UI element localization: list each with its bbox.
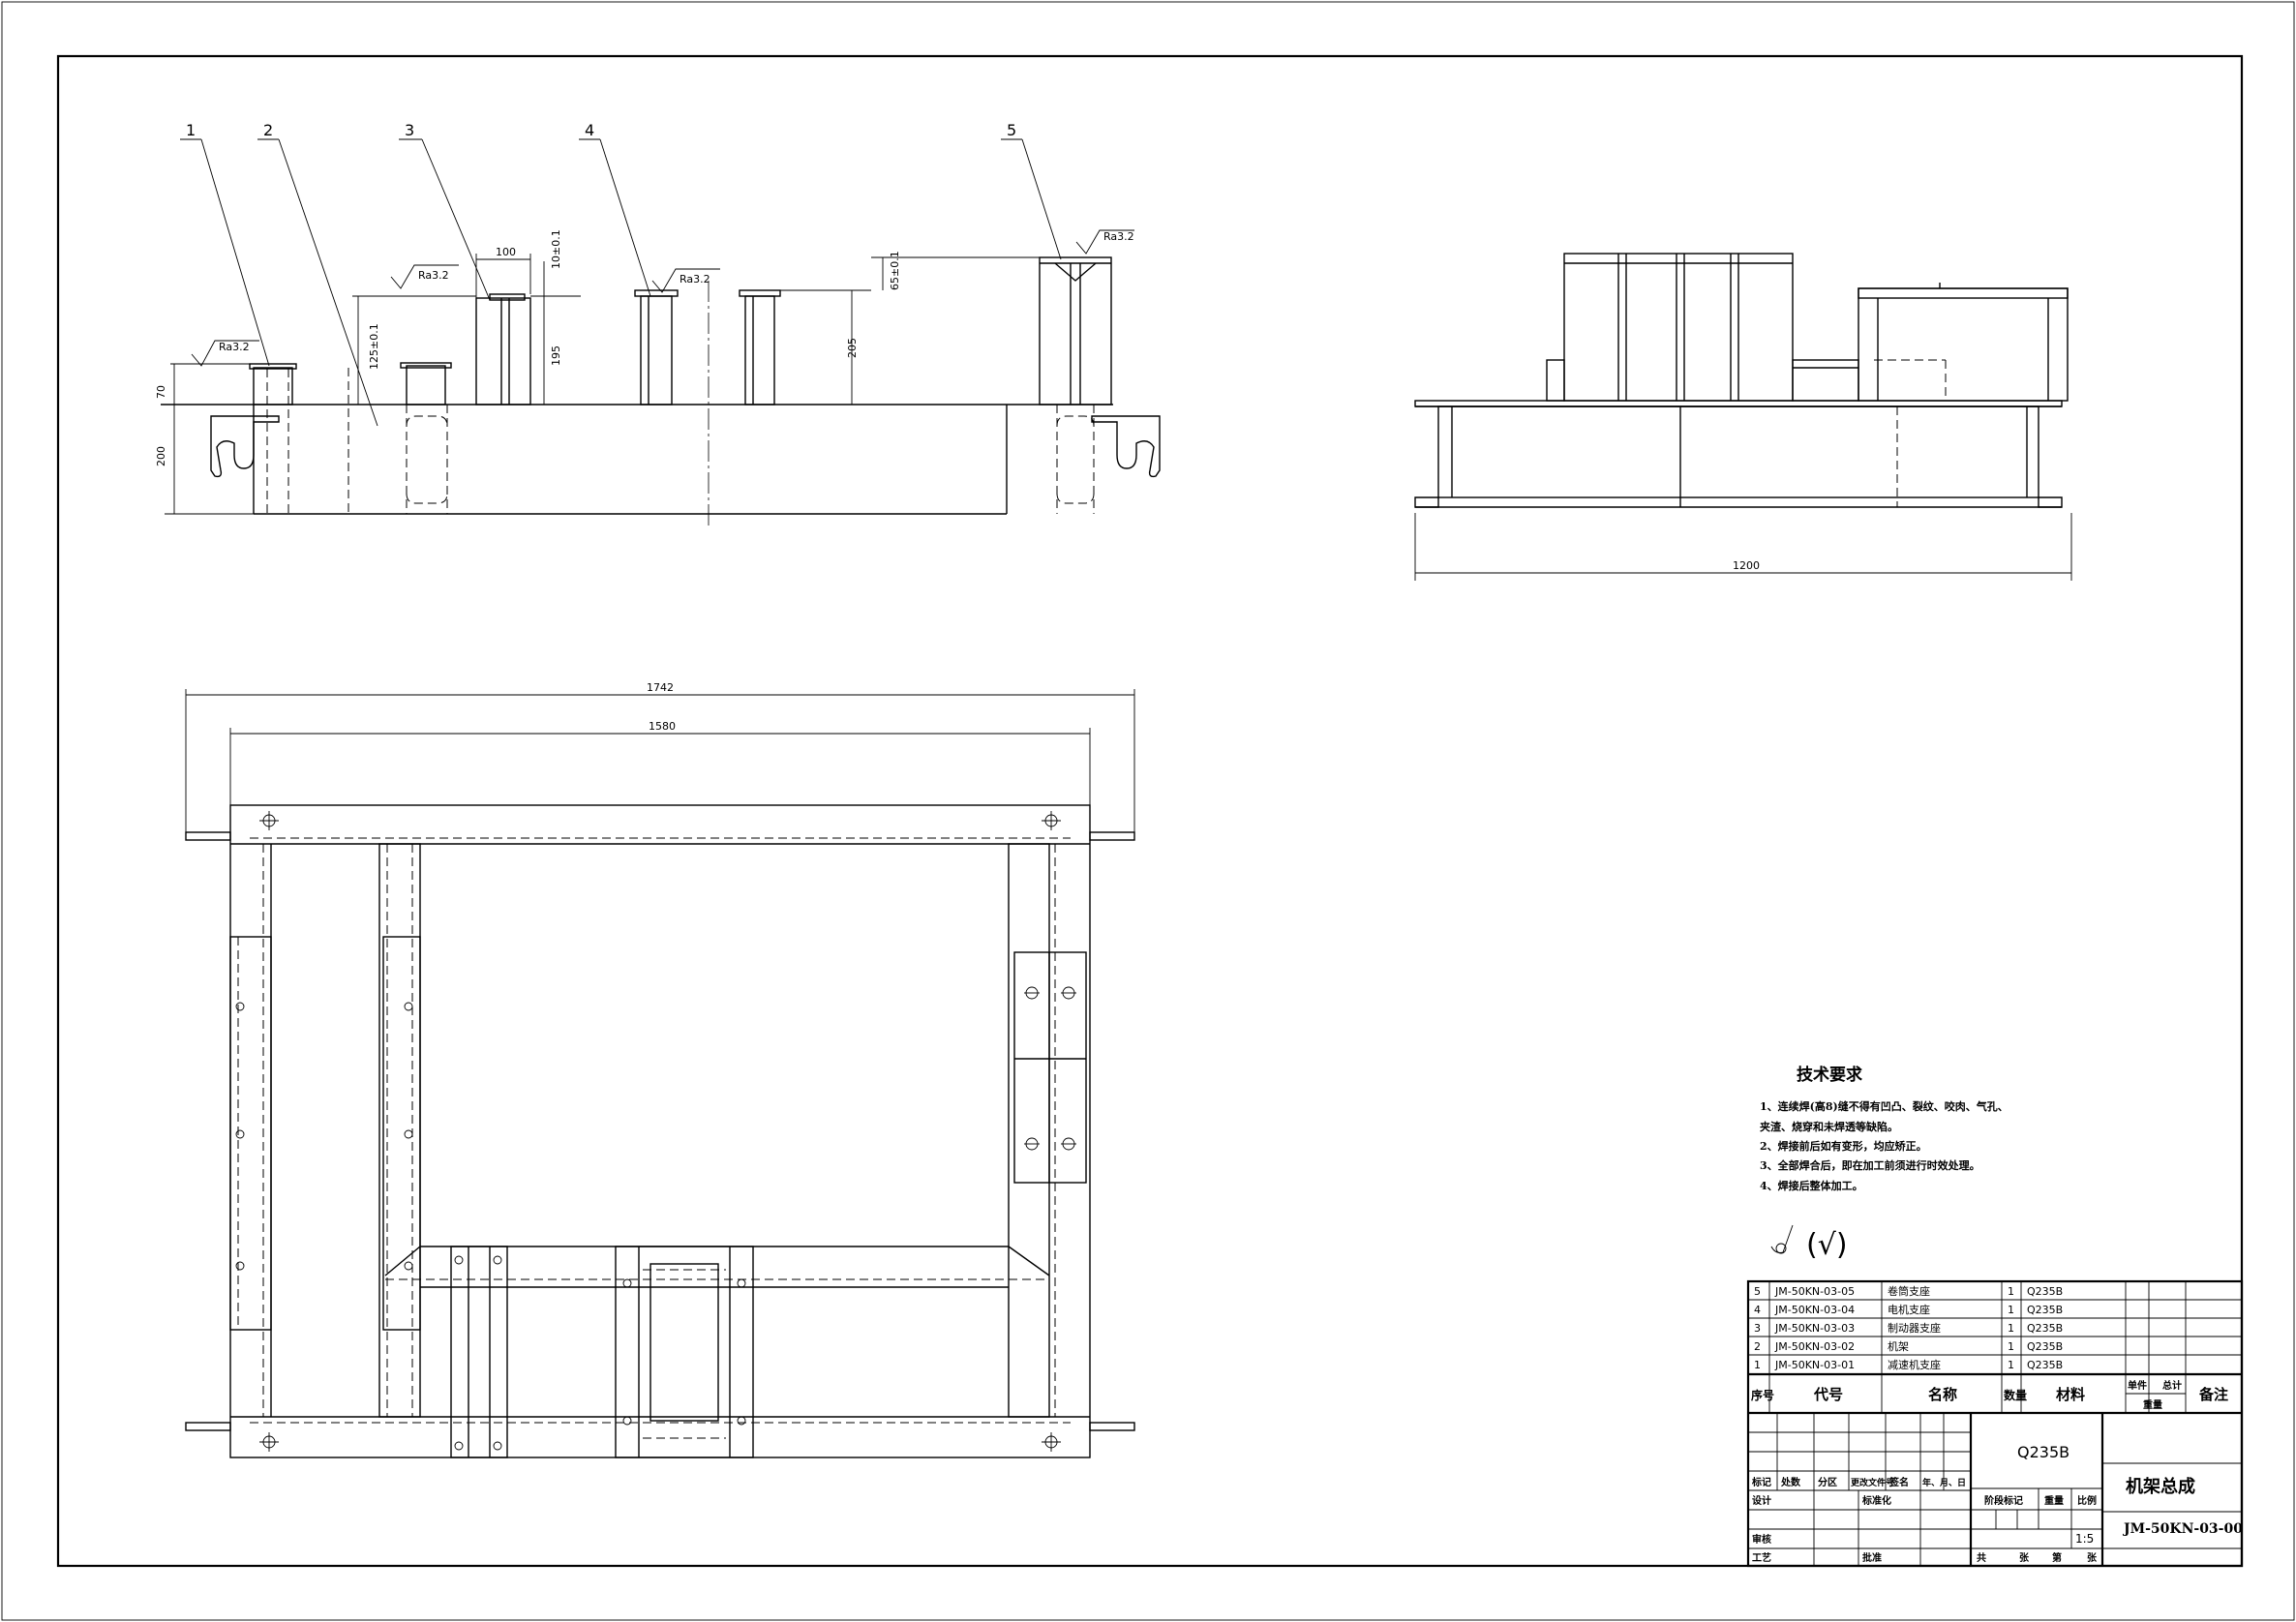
svg-text:JM-50KN-03-01: JM-50KN-03-01 (1774, 1359, 1855, 1371)
front-view: 70 200 100 125±0.1 10±0.1 195 205 65±0.1… (155, 121, 1161, 527)
part-no: 5 (1754, 1285, 1761, 1298)
dim-195: 195 (550, 345, 562, 366)
dim-200: 200 (155, 446, 167, 466)
svg-text:年、月、日: 年、月、日 (1922, 1477, 1966, 1488)
inner-frame (56, 54, 2244, 1568)
svg-text:重量: 重量 (2143, 1398, 2162, 1411)
svg-text:2: 2 (1754, 1340, 1761, 1353)
svg-text:Q235B: Q235B (2027, 1322, 2063, 1335)
svg-text:机架: 机架 (1888, 1339, 1909, 1353)
svg-text:数量: 数量 (2004, 1388, 2027, 1402)
title-block: 5 JM-50KN-03-05 卷筒支座 1 Q235B 4 JM-50KN-0… (1746, 1279, 2243, 1568)
svg-text:序号: 序号 (1751, 1388, 1774, 1402)
svg-text:比例: 比例 (2077, 1494, 2097, 1507)
svg-text:审核: 审核 (1752, 1533, 1771, 1546)
balloon-4: 4 (585, 121, 594, 139)
svg-text:1: 1 (2008, 1340, 2014, 1353)
svg-text:JM-50KN-03-03: JM-50KN-03-03 (1774, 1322, 1855, 1335)
svg-text:Q235B: Q235B (2027, 1359, 2063, 1371)
svg-text:Ra3.2: Ra3.2 (418, 269, 449, 282)
scale-cell: 1:5 (2075, 1532, 2094, 1546)
svg-text:批准: 批准 (1862, 1551, 1882, 1564)
dim-205: 205 (846, 338, 859, 358)
tech-requirements: 技术要求 1、连续焊(高8)缝不得有凹凸、裂纹、咬肉、气孔、 夹渣、烧穿和未焊透… (1760, 1065, 2009, 1262)
part-code: JM-50KN-03-05 (1774, 1285, 1855, 1298)
tech-line-2: 夹渣、烧穿和未焊透等缺陷。 (1760, 1120, 1898, 1133)
balloon-1: 1 (186, 121, 196, 139)
dim-70: 70 (155, 385, 167, 399)
side-view: 1200 (1414, 253, 2072, 581)
svg-text:Ra3.2: Ra3.2 (219, 341, 250, 353)
svg-text:备注: 备注 (2198, 1386, 2228, 1403)
svg-text:张: 张 (2019, 1551, 2030, 1564)
material-cell: Q235B (2017, 1443, 2069, 1461)
svg-text:处数: 处数 (1780, 1476, 1801, 1488)
roughness-symbols: Ra3.2 Ra3.2 Ra3.2 Ra3.2 (191, 229, 1134, 367)
dim-125: 125±0.1 (368, 323, 380, 370)
svg-text:分区: 分区 (1818, 1476, 1837, 1488)
svg-text:减速机支座: 减速机支座 (1888, 1358, 1941, 1371)
drawing-name: 机架总成 (2126, 1476, 2195, 1497)
svg-text:1: 1 (2008, 1304, 2014, 1316)
svg-text:电机支座: 电机支座 (1888, 1303, 1930, 1316)
svg-text:签名: 签名 (1888, 1476, 1909, 1488)
balloon-2: 2 (263, 121, 273, 139)
top-view: 1742 1580 (185, 681, 1135, 1458)
svg-text:标记: 标记 (1751, 1476, 1771, 1488)
dim-100: 100 (496, 246, 516, 258)
dim-1580: 1580 (649, 720, 676, 733)
parts-header: 序号 代号 名称 数量 材料 单件 总计 重量 备注 (1751, 1379, 2228, 1411)
tech-title: 技术要求 (1797, 1065, 1862, 1085)
svg-text:JM-50KN-03-02: JM-50KN-03-02 (1774, 1340, 1855, 1353)
roughness-check-icon (1770, 1224, 1794, 1253)
svg-text:阶段标记: 阶段标记 (1984, 1494, 2023, 1507)
svg-text:共: 共 (1977, 1551, 1986, 1564)
tech-line-3: 2、焊接前后如有变形，均应矫正。 (1760, 1139, 1927, 1153)
dim-65: 65±0.1 (889, 251, 901, 290)
svg-text:重量: 重量 (2044, 1494, 2064, 1507)
balloon-3: 3 (405, 121, 414, 139)
svg-text:Q235B: Q235B (2027, 1304, 2063, 1316)
svg-text:总计: 总计 (2162, 1379, 2182, 1392)
parts-rows: 5 JM-50KN-03-05 卷筒支座 1 Q235B 4 JM-50KN-0… (1754, 1284, 2063, 1371)
part-balloons: 1 2 3 4 5 (180, 121, 1062, 427)
svg-text:制动器支座: 制动器支座 (1888, 1321, 1941, 1335)
svg-text:工艺: 工艺 (1752, 1551, 1771, 1564)
svg-text:单件: 单件 (2128, 1379, 2147, 1392)
svg-text:代号: 代号 (1813, 1386, 1843, 1403)
tech-line-1: 1、连续焊(高8)缝不得有凹凸、裂纹、咬肉、气孔、 (1760, 1099, 2009, 1113)
svg-text:Ra3.2: Ra3.2 (1103, 230, 1134, 243)
svg-text:设计: 设计 (1752, 1494, 1771, 1507)
svg-text:Q235B: Q235B (2027, 1340, 2063, 1353)
svg-text:JM-50KN-03-04: JM-50KN-03-04 (1774, 1304, 1855, 1316)
svg-text:名称: 名称 (1928, 1386, 1957, 1403)
svg-text:更改文件号: 更改文件号 (1851, 1477, 1894, 1488)
part-material: Q235B (2027, 1285, 2063, 1298)
svg-text:材料: 材料 (2056, 1386, 2085, 1403)
svg-text:1: 1 (2008, 1322, 2014, 1335)
svg-text:标准化: 标准化 (1861, 1494, 1891, 1507)
drawing-number: JM-50KN-03-00 (2122, 1521, 2243, 1537)
svg-text:张: 张 (2087, 1551, 2098, 1564)
svg-text:3: 3 (1754, 1322, 1761, 1335)
tech-line-4: 3、全部焊合后，即在加工前须进行时效处理。 (1760, 1158, 1980, 1172)
svg-text:1: 1 (1754, 1359, 1761, 1371)
svg-text:1: 1 (2008, 1359, 2014, 1371)
dim-1742: 1742 (647, 681, 674, 694)
svg-text:Ra3.2: Ra3.2 (680, 273, 710, 285)
dim-10: 10±0.1 (550, 229, 562, 269)
dim-1200: 1200 (1733, 559, 1760, 572)
title-labels: 标记 处数 分区 更改文件号 签名 年、月、日 设计 标准化 审核 工艺 批准 … (1751, 1476, 2098, 1564)
part-qty: 1 (2008, 1285, 2014, 1298)
svg-text:第: 第 (2052, 1551, 2062, 1564)
roughness-note: (√) (1806, 1228, 1848, 1262)
tech-line-5: 4、焊接后整体加工。 (1760, 1179, 1863, 1192)
balloon-5: 5 (1007, 121, 1016, 139)
part-name: 卷筒支座 (1888, 1284, 1930, 1298)
front-dimensions: 70 200 100 125±0.1 10±0.1 195 205 65±0.1 (155, 229, 1040, 515)
svg-text:4: 4 (1754, 1304, 1761, 1316)
